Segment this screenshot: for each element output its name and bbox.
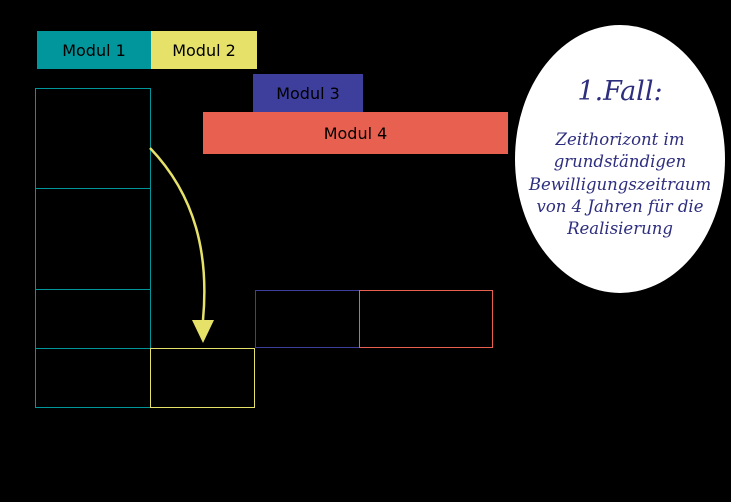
modul-1-bar: Modul 1 (37, 31, 151, 69)
timeline-box-red (359, 290, 493, 348)
timeline-box-indigo (255, 290, 360, 348)
callout-ellipse: 1.Fall: Zeithorizont im grundständigen B… (515, 25, 725, 293)
timeline-box-teal-2 (35, 188, 151, 290)
timeline-box-teal-1 (35, 88, 151, 189)
modul-2-bar: Modul 2 (151, 31, 257, 69)
modul-3-bar: Modul 3 (253, 74, 363, 112)
modul-4-label: Modul 4 (323, 123, 388, 143)
timeline-box-teal-3 (35, 289, 151, 349)
modul-1-label: Modul 1 (62, 40, 126, 60)
timeline-box-teal-4 (35, 348, 151, 408)
modul-4-bar: Modul 4 (203, 112, 508, 154)
modul-3-label: Modul 3 (276, 83, 340, 103)
modul-2-label: Modul 2 (172, 40, 236, 60)
callout-title: 1.Fall: (577, 76, 663, 108)
callout-body: Zeithorizont im grundständigen Bewilligu… (528, 130, 712, 239)
timeline-box-yellow (150, 348, 255, 408)
